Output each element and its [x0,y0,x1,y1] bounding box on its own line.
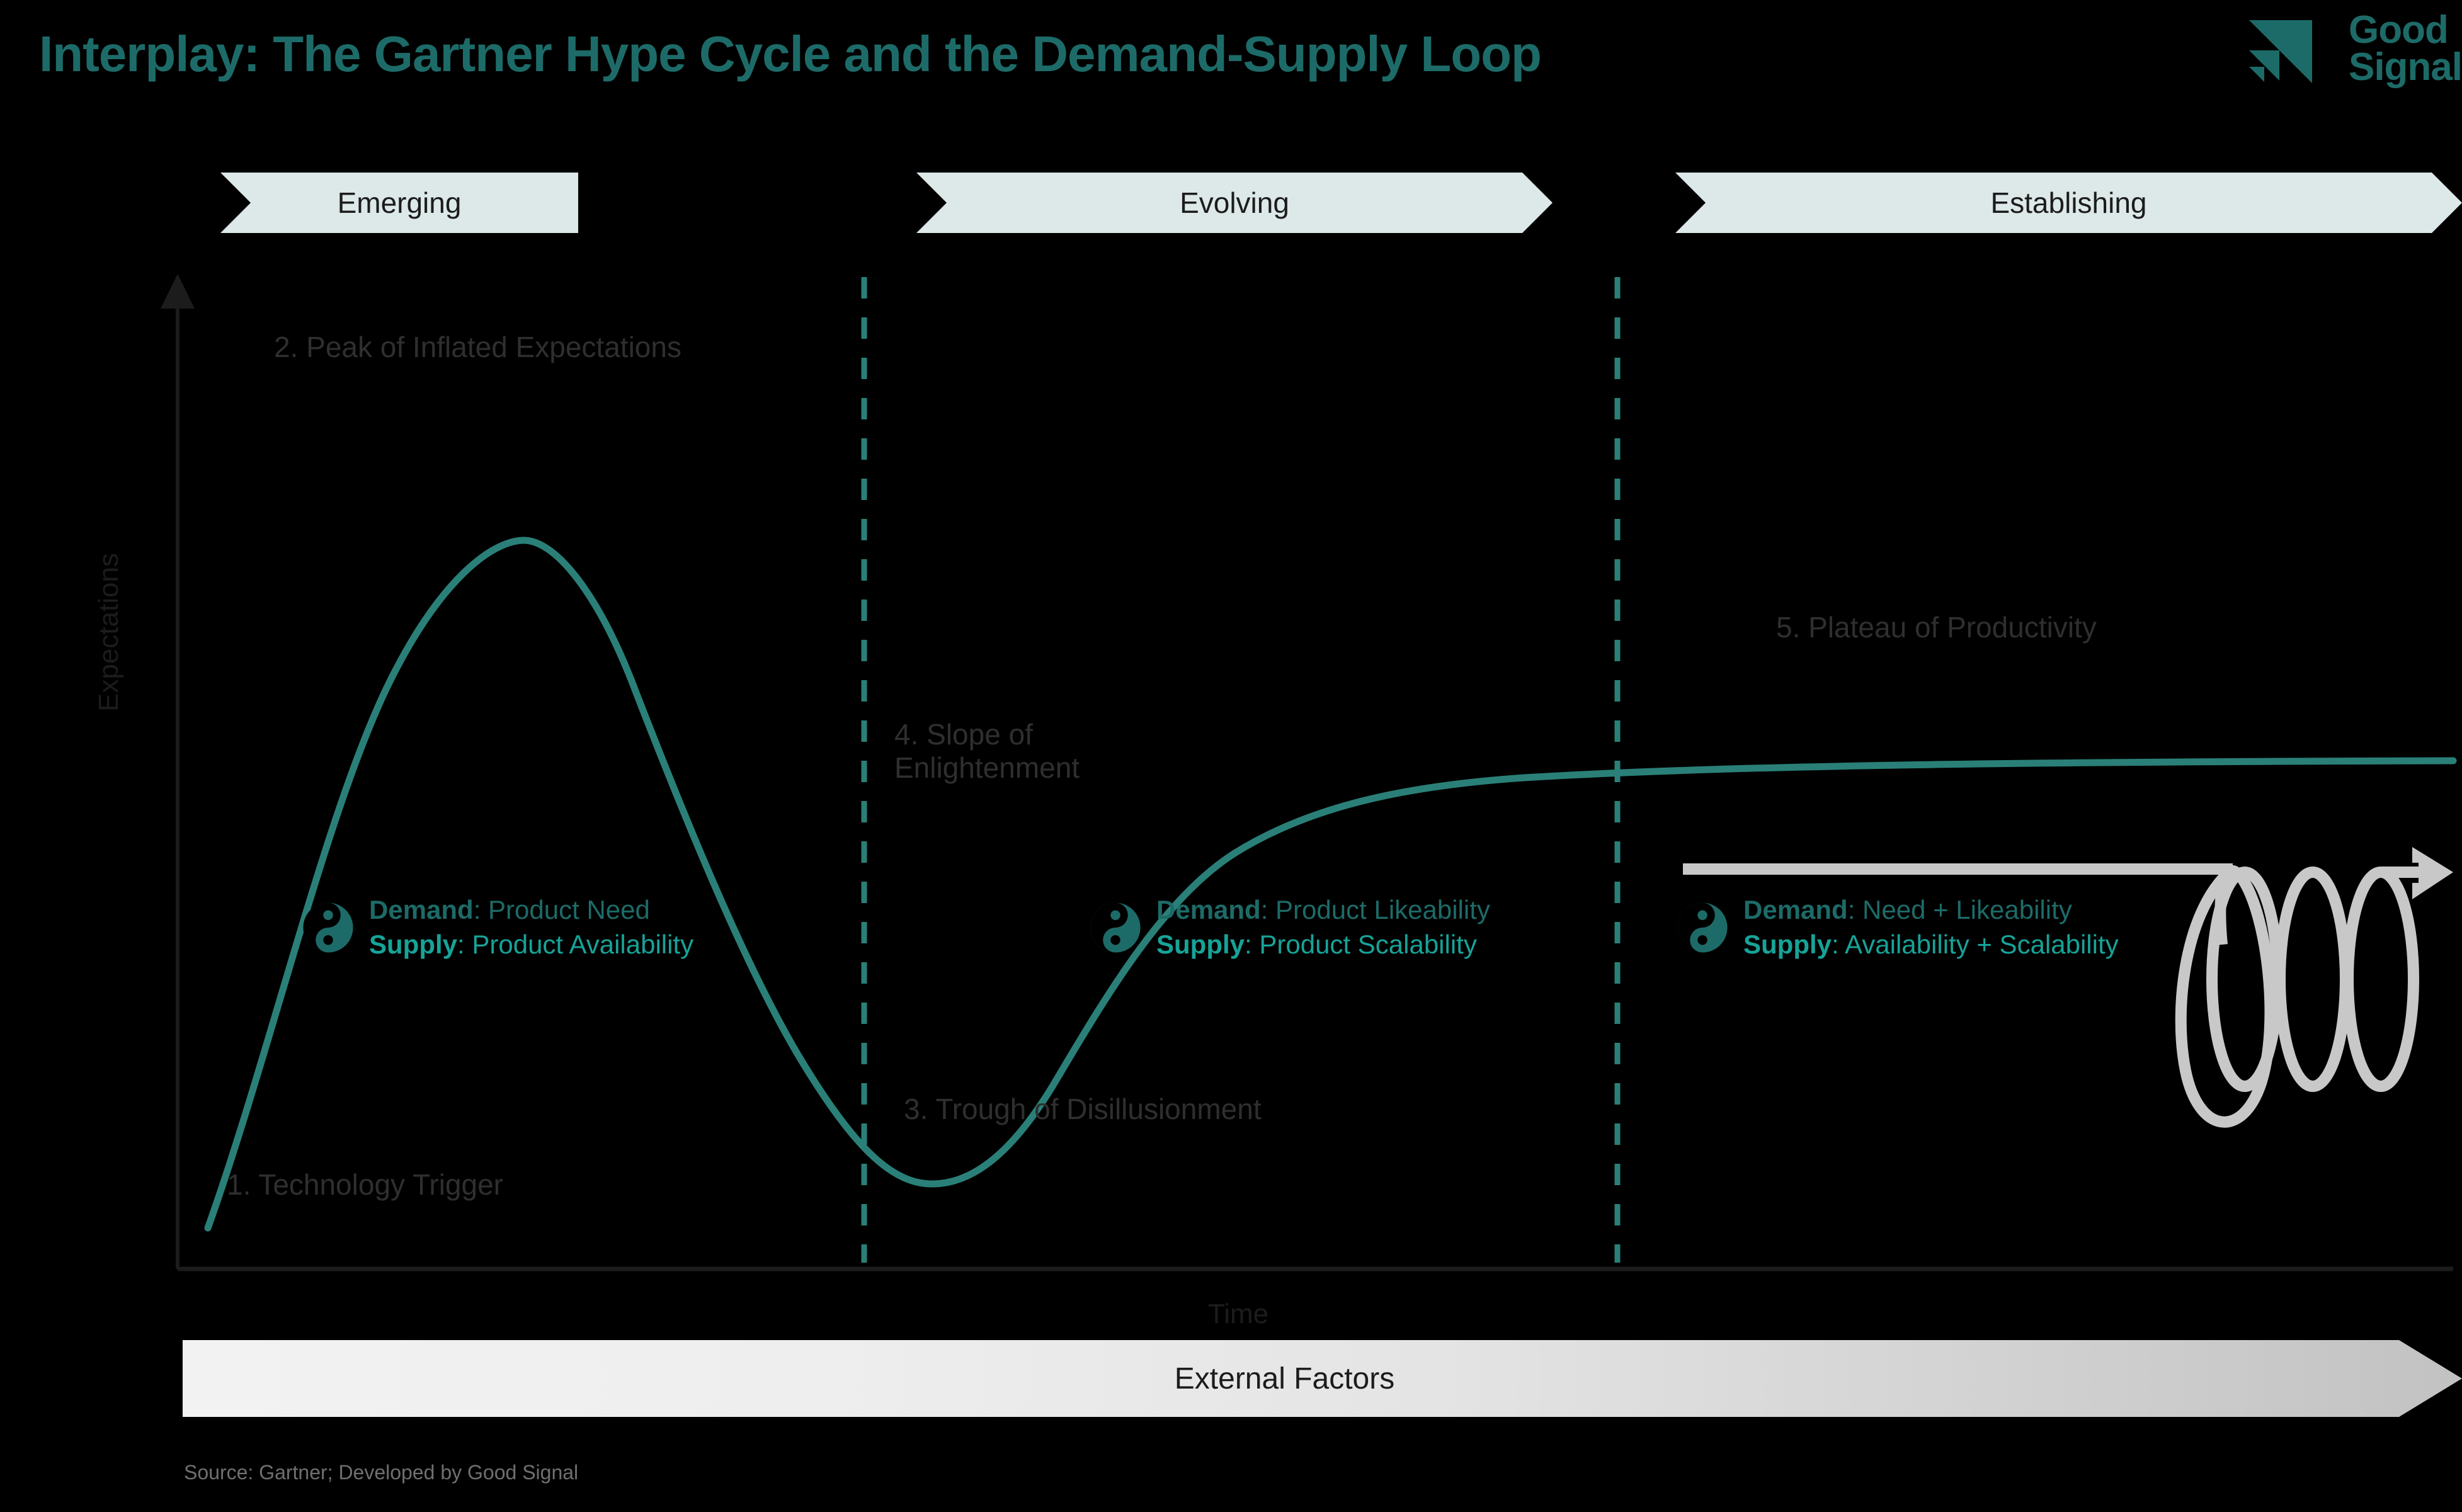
demand-key: Demand [1156,895,1261,924]
demand-line: Demand: Product Likeability [1156,893,1490,928]
y-axis-arrowhead [161,274,195,309]
demand-value: : Need + Likeability [1847,895,2072,924]
brand-logo: Good Signal [2245,6,2462,91]
demand-supply-callout-emerging: Demand: Product Need Supply: Product Ava… [301,893,693,962]
yin-yang-icon [1088,901,1143,955]
supply-line: Supply: Product Scalability [1156,928,1490,962]
stage-label-slope-of-enlightenment: 4. Slope of Enlightenment [894,718,1080,784]
demand-value: : Product Likeability [1260,895,1490,924]
supply-key: Supply [1743,929,1832,959]
supply-value: : Product Scalability [1245,929,1477,959]
phase-banner-emerging[interactable]: Emerging [220,173,578,233]
external-factors-bar: External Factors [183,1340,2462,1417]
demand-line: Demand: Need + Likeability [1743,893,2119,928]
brand-line-2: Signal [2348,45,2462,89]
x-axis-title: Time [1208,1299,1269,1329]
hype-cycle-chart-svg [161,274,2457,1271]
phase-banner-label: Establishing [1990,186,2147,219]
supply-key: Supply [369,929,458,959]
page-title: Interplay: The Gartner Hype Cycle and th… [39,26,1542,82]
supply-value: : Availability + Scalability [1832,929,2119,959]
demand-supply-lines: Demand: Product Need Supply: Product Ava… [369,893,693,962]
y-axis-title: Expectations [93,553,124,712]
demand-value: : Product Need [473,895,650,924]
stage-label-plateau-of-productivity: 5. Plateau of Productivity [1776,611,2097,644]
demand-supply-callout-evolving: Demand: Product Likeability Supply: Prod… [1088,893,1490,962]
demand-line: Demand: Product Need [369,893,693,928]
demand-key: Demand [1743,895,1848,924]
external-factors-bar-fill [183,1340,2462,1417]
supply-line: Supply: Product Availability [369,928,693,962]
chart-plot-area [0,239,2462,1310]
supply-key: Supply [1156,929,1245,959]
stage-label-technology-trigger: 1. Technology Trigger [227,1168,503,1201]
spiral-loop-arrow [1683,847,2453,1128]
demand-supply-lines: Demand: Need + Likeability Supply: Avail… [1743,893,2119,962]
phase-banner-establishing[interactable]: Establishing [1675,173,2462,233]
stage-label-peak-of-inflated-expectations: 2. Peak of Inflated Expectations [274,331,681,363]
triangle-stack-svg [2248,20,2312,83]
supply-value: : Product Availability [457,929,694,959]
brand-wordmark: Good Signal [2348,8,2462,89]
yin-yang-icon [1675,901,1730,955]
stage-label-trough-of-disillusionment: 3. Trough of Disillusionment [904,1093,1262,1125]
brand-line-1: Good [2348,8,2449,52]
source-note: Source: Gartner; Developed by Good Signa… [184,1461,579,1484]
hype-cycle-curve [204,537,2457,1232]
phase-banner-evolving[interactable]: Evolving [916,173,1553,233]
triangle-stack-icon [2245,6,2340,91]
phase-banner-label: Emerging [337,186,462,219]
yin-yang-icon [301,901,355,955]
demand-supply-callout-establishing: Demand: Need + Likeability Supply: Avail… [1675,893,2119,962]
supply-line: Supply: Availability + Scalability [1743,928,2119,962]
demand-supply-lines: Demand: Product Likeability Supply: Prod… [1156,893,1490,962]
phase-banner-label: Evolving [1180,186,1289,219]
external-factors-label: External Factors [1174,1361,1395,1395]
demand-key: Demand [369,895,474,924]
